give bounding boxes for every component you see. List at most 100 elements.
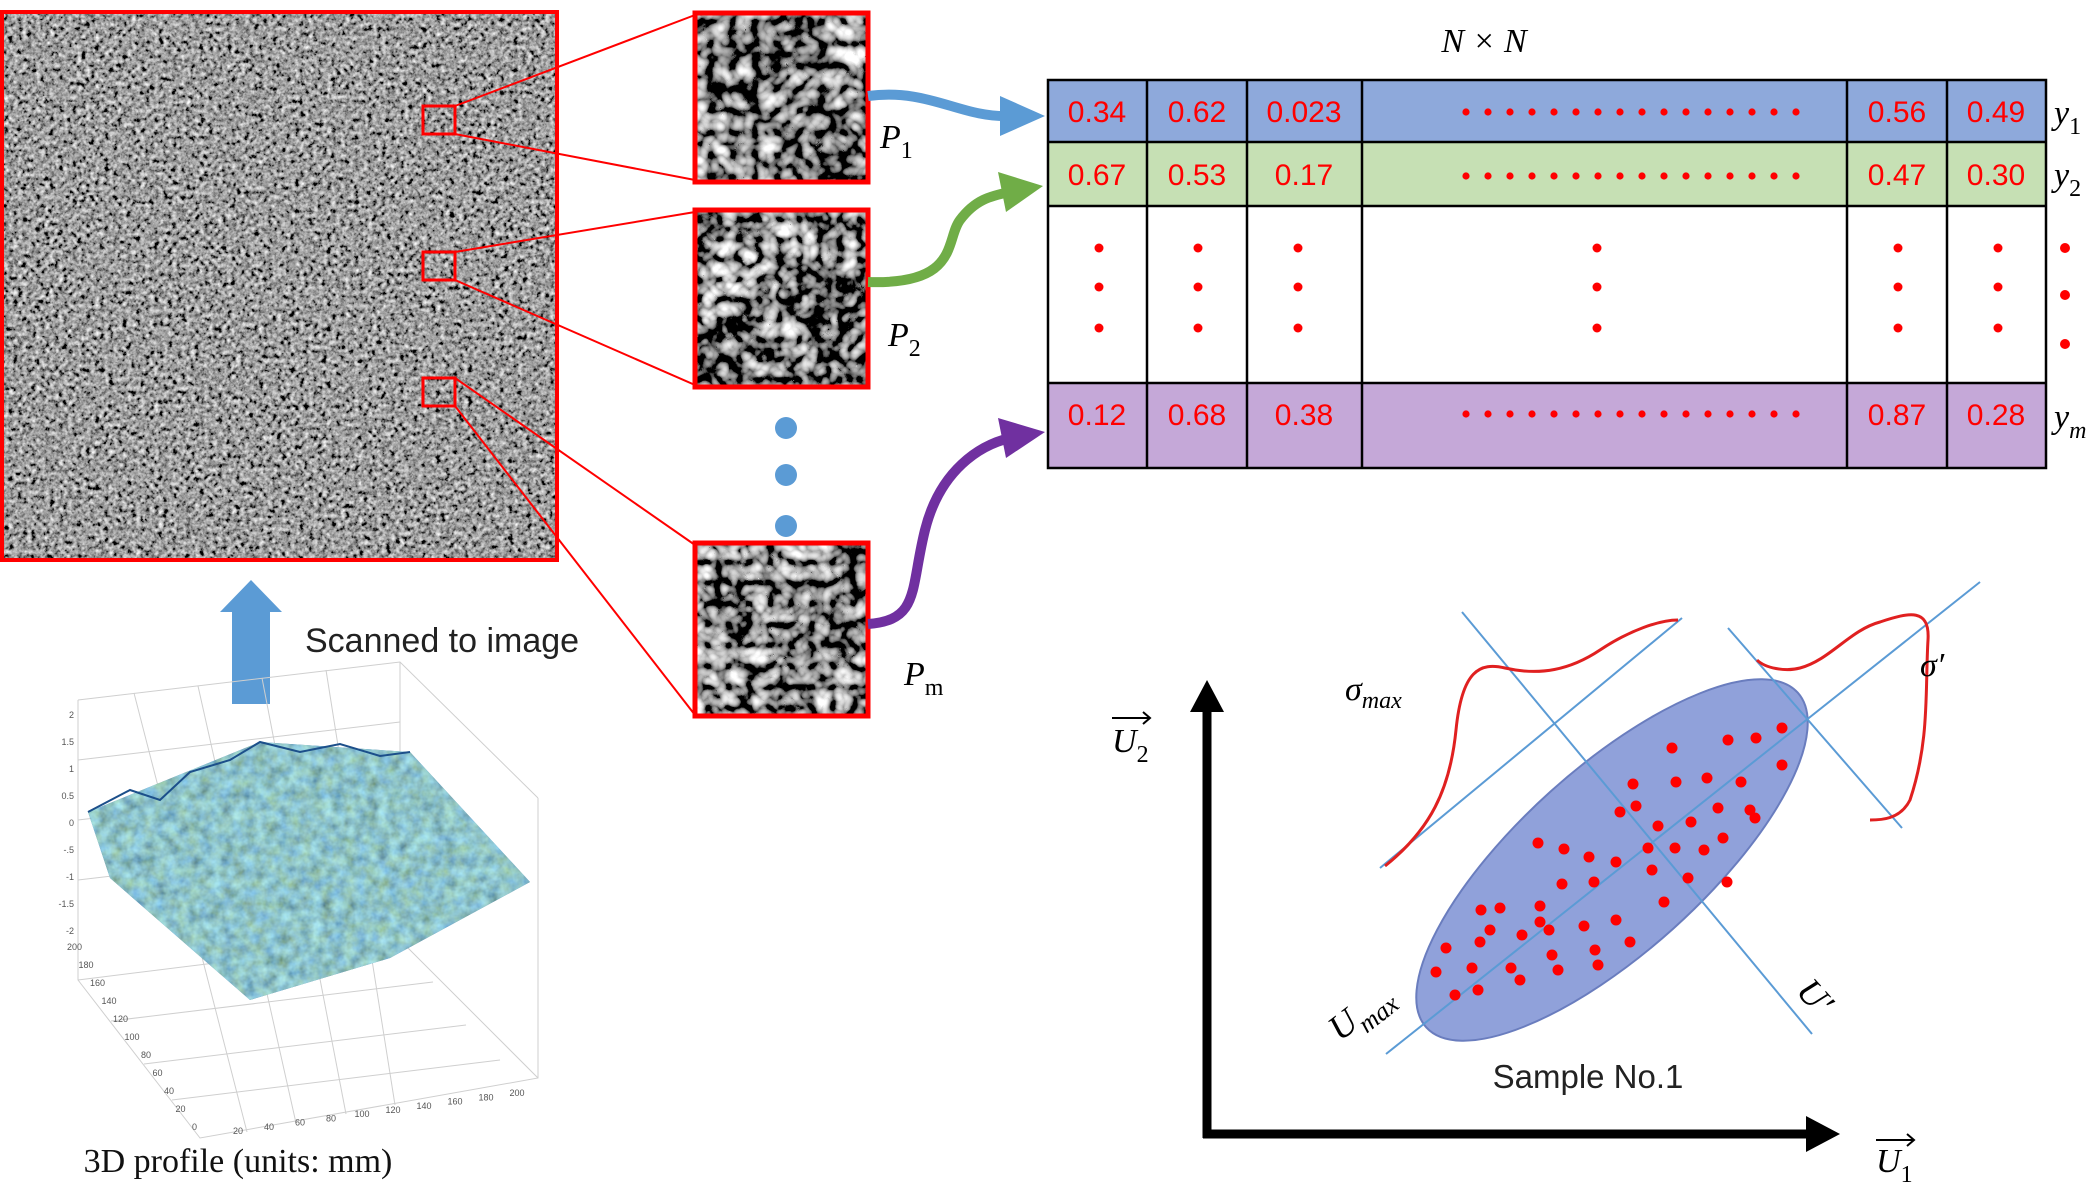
z-tick-label: -2 (66, 926, 74, 936)
ellipsis-dot (1704, 108, 1712, 116)
sample-point (1750, 732, 1762, 744)
ellipsis-dot (1660, 410, 1668, 418)
ellipsis-dot (1462, 172, 1470, 180)
sample-point (1735, 776, 1747, 788)
sample-point (1652, 820, 1664, 832)
sample-point (1505, 962, 1517, 974)
profile-caption: 3D profile (units: mm) (84, 1143, 393, 1180)
sample-point (1630, 800, 1642, 812)
scan-arrow (220, 580, 282, 704)
y-tick-label: 40 (164, 1086, 174, 1096)
patch-label-1: P1 (879, 119, 913, 164)
x-tick-label: 100 (354, 1109, 369, 1119)
zoom-connectors (454, 14, 696, 716)
x-tick-label: 40 (264, 1122, 274, 1132)
y-tick-label: 0 (192, 1122, 197, 1132)
sample-point (1534, 916, 1546, 928)
ellipsis-dot (1748, 172, 1756, 180)
sample-point (1776, 722, 1788, 734)
sample-box-1 (421, 104, 457, 136)
u-max-axis (1385, 581, 1981, 1055)
sample-point (1721, 876, 1733, 888)
row-label-ellipsis (2060, 243, 2070, 349)
profile-plot: 21.510.50-.5-1-1.5-2 2001801601401201008… (58, 661, 539, 1139)
y-tick-label: 100 (124, 1032, 139, 1042)
ellipsis-dot (1506, 172, 1514, 180)
x-tick-label: 80 (326, 1113, 336, 1123)
ellipsis-dot (1572, 108, 1580, 116)
ellipsis-dot (1094, 243, 1104, 253)
sample-label: Sample No.1 (1493, 1058, 1684, 1095)
sample-point (1514, 974, 1526, 986)
sample-point (1475, 904, 1487, 916)
y-tick-label: 120 (113, 1014, 128, 1024)
ellipsis-dot (1594, 108, 1602, 116)
ellipsis-dot (1594, 172, 1602, 180)
patch-1 (692, 10, 871, 185)
sample-point (1474, 936, 1486, 948)
sample-point (1494, 902, 1506, 914)
z-tick-label: -1 (66, 872, 74, 882)
ellipsis-dot (1592, 282, 1602, 292)
sample-point (1670, 776, 1682, 788)
sample-point (1627, 778, 1639, 790)
sample-point (1610, 856, 1622, 868)
ellipsis-dot (1682, 108, 1690, 116)
ellipsis-dot (1616, 172, 1624, 180)
x-tick-label: 180 (478, 1092, 493, 1102)
ellipsis-dot (1293, 243, 1303, 253)
sample-point (1546, 949, 1558, 961)
x-tick-label: 160 (447, 1097, 462, 1107)
ellipsis-dot (1193, 243, 1203, 253)
cell-r2-c3: 0.17 (1275, 159, 1333, 192)
cell-rm-c3: 0.38 (1275, 399, 1333, 432)
sample-point (1669, 842, 1681, 854)
pca-diagram (1190, 581, 1981, 1152)
z-tick-label: -1.5 (58, 899, 74, 909)
row-bg-1 (1048, 80, 2046, 142)
profile-surface (88, 742, 530, 1000)
ellipsis-dot (1193, 323, 1203, 333)
profile-z-ticks: 21.510.50-.5-1-1.5-2 (58, 710, 74, 936)
cell-rm-c2: 0.68 (1168, 399, 1226, 432)
axis-arrow-u2 (1112, 711, 1152, 725)
ellipsis-dot (1704, 172, 1712, 180)
ellipsis-dot (1792, 410, 1800, 418)
row-bg-2 (1048, 142, 2046, 206)
ellipsis-dot (1726, 108, 1734, 116)
sample-point (1717, 832, 1729, 844)
sample-point (1543, 924, 1555, 936)
cell-rm-c1: 0.12 (1068, 399, 1126, 432)
ellipsis-dot (1484, 108, 1492, 116)
sample-point (1516, 929, 1528, 941)
cell-r1-c1: 0.34 (1068, 96, 1126, 129)
ellipsis-dot (1638, 108, 1646, 116)
axis-label-u2: U2 (1112, 723, 1149, 768)
ellipsis-dot (1893, 243, 1903, 253)
ellipsis-dot (1506, 108, 1514, 116)
y-tick-label: 20 (175, 1104, 185, 1114)
patch-label-2: P2 (887, 317, 921, 362)
ellipsis-dot (1462, 108, 1470, 116)
ellipsis-dot (1993, 282, 2003, 292)
y-tick-label: 80 (141, 1050, 151, 1060)
cell-r1-c3: 0.023 (1266, 96, 1341, 129)
ellipsis-dot (1550, 410, 1558, 418)
ellipsis-dot (1528, 172, 1536, 180)
sample-point (1614, 806, 1626, 818)
ellipsis-dot (1462, 410, 1470, 418)
sigma-max-curve (1384, 618, 1679, 868)
sample-point (1534, 900, 1546, 912)
cell-rm-c5: 0.28 (1967, 399, 2025, 432)
sigma-prime-label: σ′ (1920, 647, 1945, 684)
ellipsis-dot (1726, 172, 1734, 180)
ellipsis-dot (1993, 323, 2003, 333)
z-tick-label: 1.5 (61, 737, 74, 747)
sigma-max-label: σmax (1345, 671, 1402, 714)
cell-rm-c4: 0.87 (1868, 399, 1926, 432)
sample-box-m (421, 376, 457, 408)
ellipsis-dot (1660, 172, 1668, 180)
x-tick-label: 60 (295, 1118, 305, 1128)
surface-image-border (0, 10, 559, 562)
ellipsis-dot (1682, 172, 1690, 180)
